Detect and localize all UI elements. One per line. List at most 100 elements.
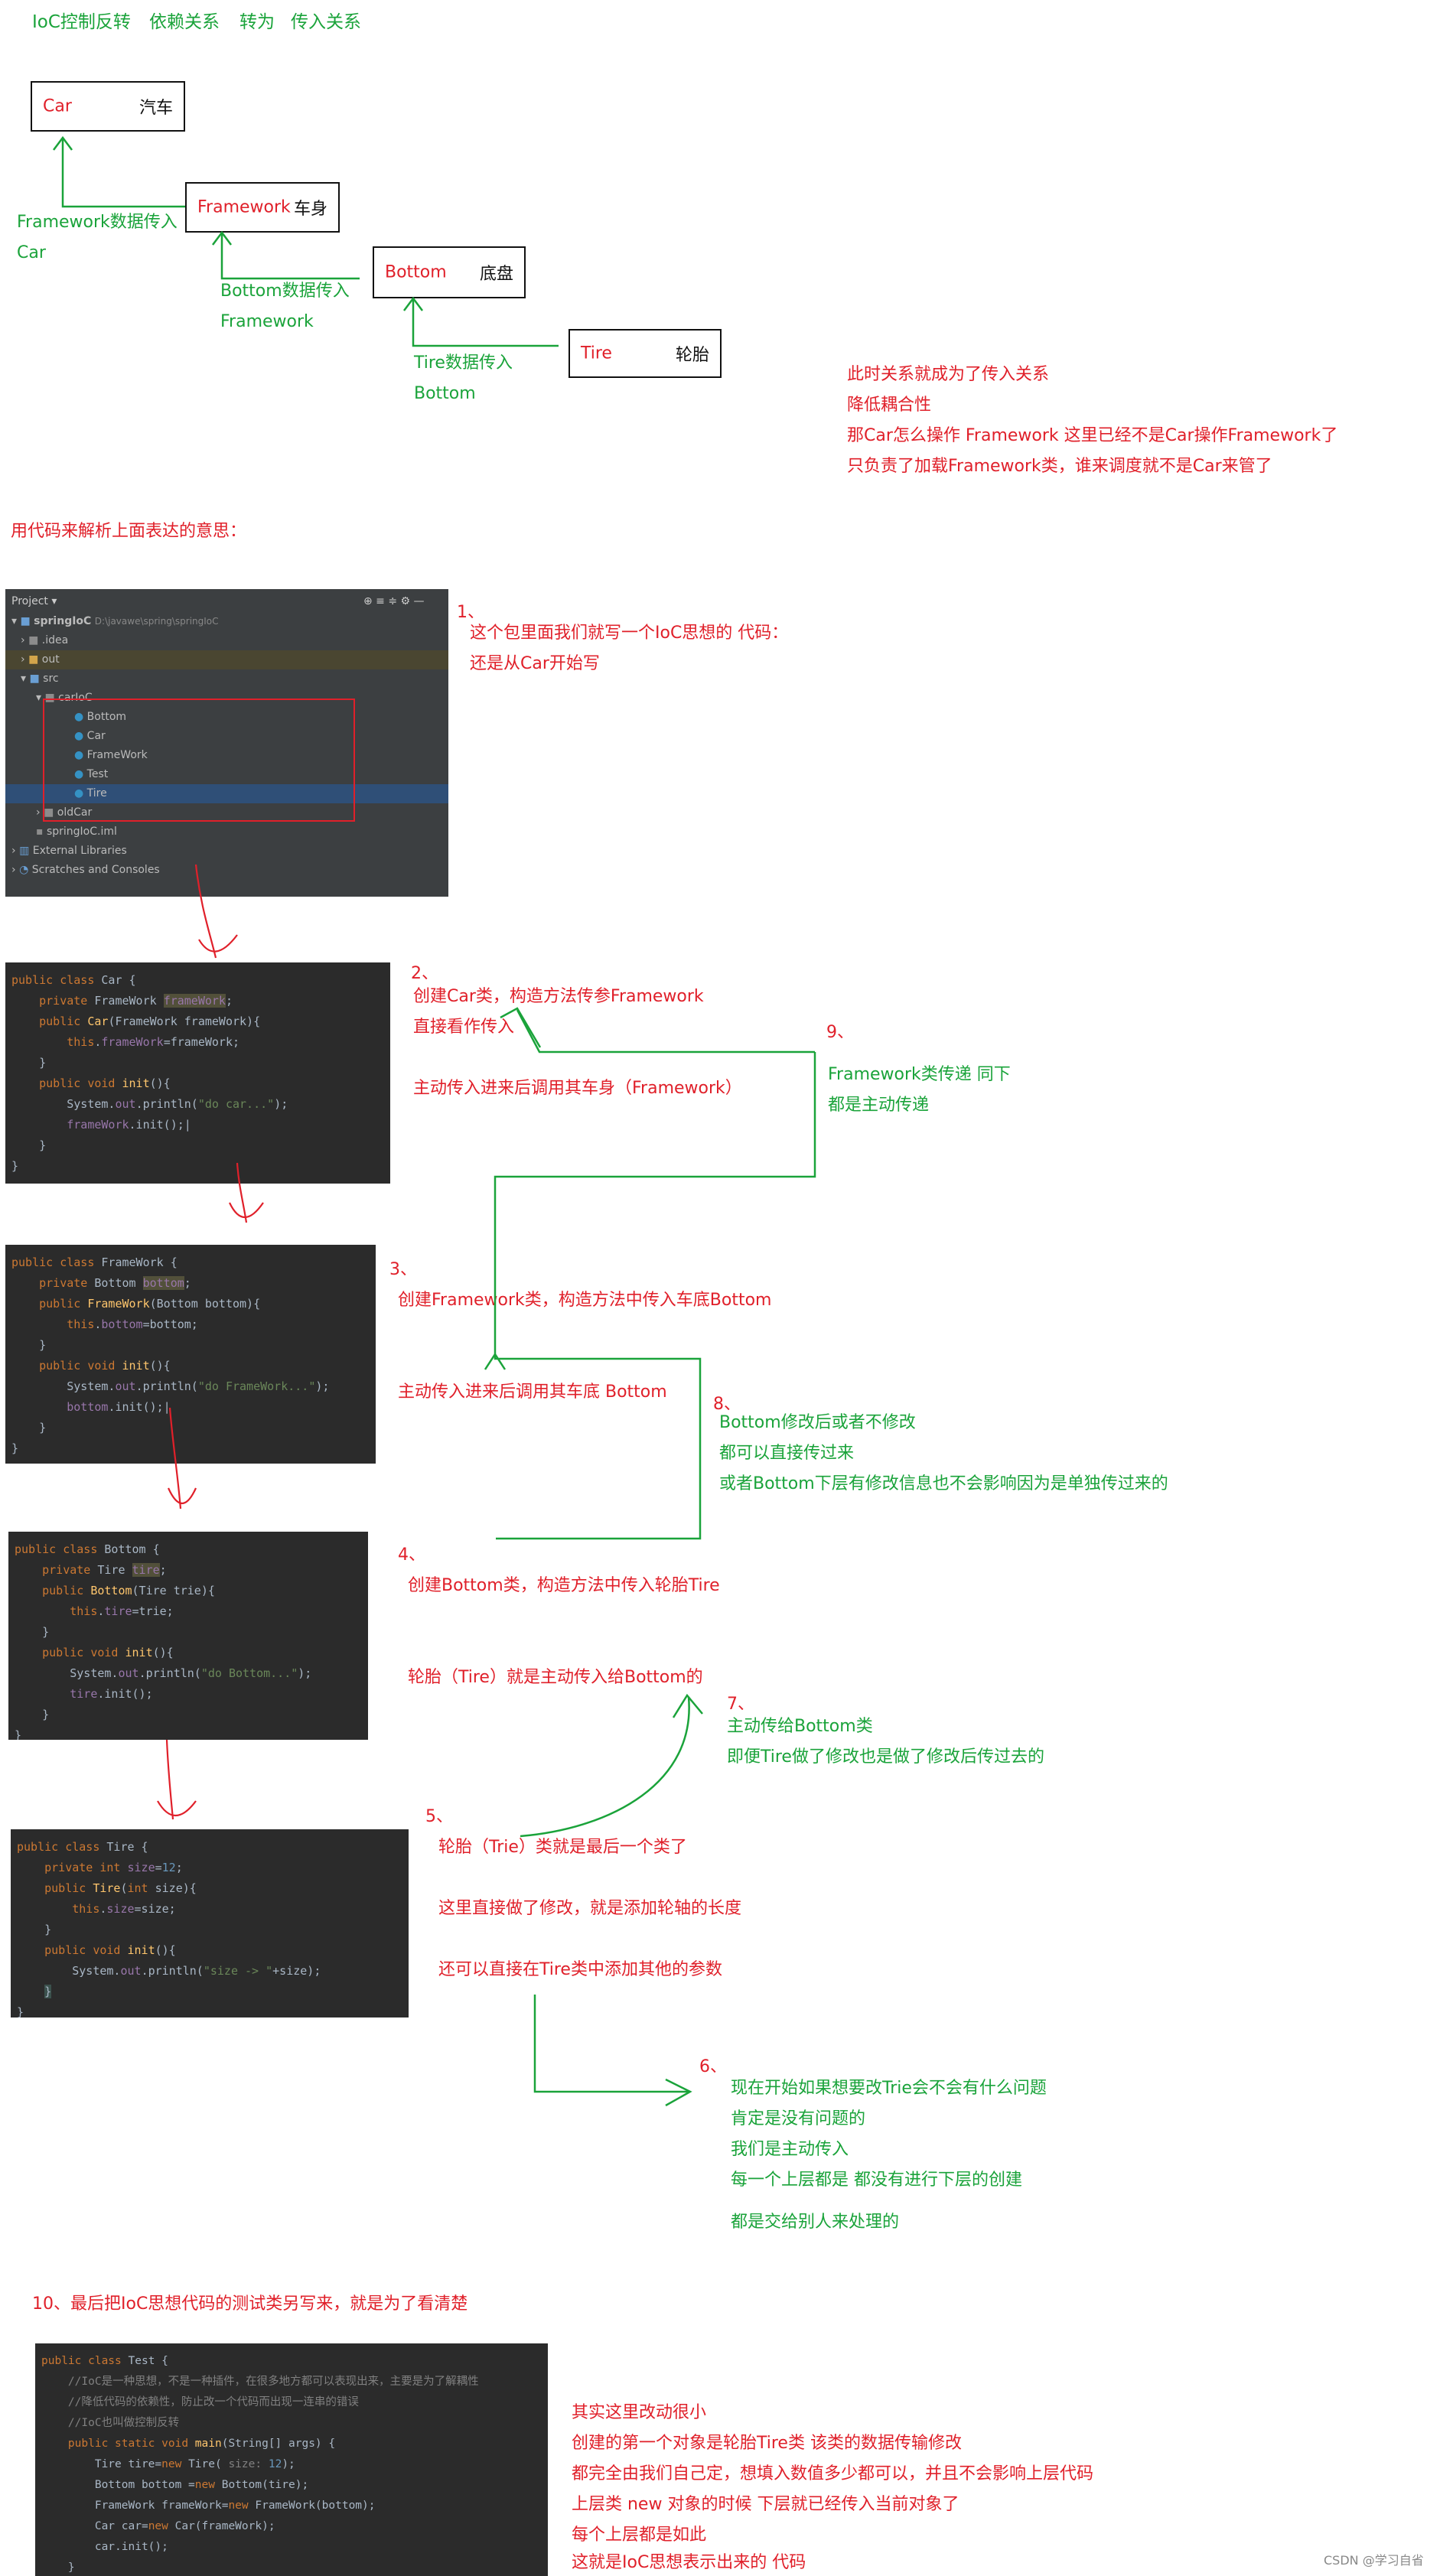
tree-item[interactable]: › ◔ Scratches and Consoles <box>11 864 160 876</box>
tree-item[interactable]: ▪ springIoC.iml <box>36 826 117 838</box>
code-line: } <box>11 1338 47 1352</box>
note-6-line: 每一个上层都是 都没有进行下层的创建 <box>731 2171 1022 2190</box>
code-line: public void init(){ <box>39 1076 171 1090</box>
summary-line: 降低耦合性 <box>847 396 932 415</box>
arrow-head <box>167 1487 197 1504</box>
note-9-num: 9、 <box>826 1023 854 1042</box>
note-6-num: 6、 <box>699 2057 727 2076</box>
code-line: public Bottom(Tire trie){ <box>42 1584 215 1597</box>
tire-label: Tire <box>581 344 612 363</box>
code-line: public Car(FrameWork frameWork){ <box>39 1014 261 1028</box>
fw-to-car-label-1: Framework数据传入 <box>17 213 178 232</box>
highlight-frame <box>43 699 355 822</box>
bottom-box: Bottom 底盘 <box>373 246 526 298</box>
note-3-num: 3、 <box>389 1260 417 1279</box>
tree-item-label: out <box>41 653 60 666</box>
tire-cn-label: 轮胎 <box>675 346 709 365</box>
code-line: System.out.println("size -> "+size); <box>17 1964 321 1978</box>
code-line: public void init(){ <box>39 1359 171 1373</box>
tree-item[interactable]: ● Tire <box>5 784 448 803</box>
header-ioc: IoC控制反转 <box>32 12 131 32</box>
tree-item[interactable]: › ■ oldCar <box>36 806 93 819</box>
note-8-num: 8、 <box>713 1395 741 1414</box>
bottom-cn-label: 底盘 <box>479 265 513 284</box>
code-line: } <box>41 2561 75 2574</box>
code-line: public class Test { <box>41 2355 168 2367</box>
tire-to-bottom-label-2: Bottom <box>414 384 476 403</box>
fw-to-car-label-2: Car <box>17 243 46 262</box>
header-pass: 传入关系 <box>291 12 361 32</box>
toolbar-icons[interactable]: ⊕ ≡ ≑ ⚙ — <box>363 595 425 607</box>
car-box: Car 汽车 <box>31 81 185 132</box>
code-line: this.size=size; <box>72 1902 176 1916</box>
tree-item[interactable]: ● Bottom <box>74 711 127 723</box>
code-line: } <box>17 1923 52 1936</box>
tree-root[interactable]: ▾ ■ springIoC D:\javawe\spring\springIoC <box>11 615 219 627</box>
code-line: private int size=12; <box>44 1861 183 1874</box>
code-car: public class Car { private FrameWork fra… <box>5 962 390 1184</box>
final-note: 上层类 new 对象的时候 下层就已经传入当前对象了 <box>572 2495 959 2514</box>
section-title: 用代码来解析上面表达的意思： <box>11 522 247 541</box>
tree-item[interactable]: ● Car <box>74 730 106 742</box>
tire-box: Tire 轮胎 <box>569 329 722 378</box>
final-note: 这就是IoC思想表示出来的 代码 <box>572 2553 806 2572</box>
arrow-head <box>157 1800 197 1816</box>
code-line: } <box>11 1421 47 1435</box>
note-9-b: 都是主动传递 <box>828 1096 930 1115</box>
final-note: 创建的第一个对象是轮胎Tire类 该类的数据传输修改 <box>572 2434 962 2453</box>
note-10: 10、最后把IoC思想代码的测试类另写来，就是为了看清楚 <box>32 2294 468 2314</box>
tree-item[interactable]: ▾ ■ carIoC <box>36 692 93 704</box>
tree-item[interactable]: › ■ .idea <box>21 634 69 646</box>
note-2-b: 直接看作传入 <box>413 1018 515 1037</box>
code-line: this.tire=trie; <box>70 1604 174 1618</box>
code-line: tire.init(); <box>70 1687 153 1701</box>
code-line: Bottom bottom =new Bottom(tire); <box>41 2479 309 2491</box>
path-tire-to-note6 <box>533 1995 689 2093</box>
note-9-a: Framework类传递 同下 <box>828 1065 1011 1084</box>
note-8-b: 都可以直接传过来 <box>719 1444 855 1463</box>
code-line: } <box>15 1708 50 1721</box>
code-line: //IoC是一种思想，不是一种插件，在很多地方都可以表现出来，主要是为了解耦性 <box>41 2376 479 2388</box>
summary-line: 只负责了加载Framework类，谁来调度就不是Car来管了 <box>847 457 1272 476</box>
tire-to-bottom-label-1: Tire数据传入 <box>414 353 513 373</box>
note-7-a: 主动传给Bottom类 <box>727 1717 873 1736</box>
code-line: Car car=new Car(frameWork); <box>41 2520 275 2532</box>
note-8-c: 或者Bottom下层有修改信息也不会影响因为是单独传过来的 <box>719 1474 1168 1493</box>
final-note: 其实这里改动很小 <box>572 2403 707 2422</box>
tree-item[interactable]: › ▥ External Libraries <box>11 845 127 857</box>
code-line: } <box>44 1985 52 1998</box>
car-cn-label: 汽车 <box>138 99 173 118</box>
arrow-head <box>212 230 232 246</box>
note-5-num: 5、 <box>425 1807 453 1826</box>
code-line: public class Tire { <box>17 1840 148 1854</box>
arrow-head <box>229 1202 264 1218</box>
tree-item[interactable]: ● Test <box>74 768 109 780</box>
tree-root-path: D:\javawe\spring\springIoC <box>94 616 219 627</box>
arrow-bottom-to-tire <box>165 1739 174 1820</box>
code-bottom: public class Bottom { private Tire tire;… <box>8 1532 368 1740</box>
code-line: } <box>11 1056 47 1070</box>
code-line: } <box>11 1441 19 1455</box>
final-note: 每个上层都是如此 <box>572 2526 707 2545</box>
note-6-line: 我们是主动传入 <box>731 2140 849 2159</box>
tree-item[interactable]: ● FrameWork <box>74 749 148 761</box>
code-line: bottom.init();| <box>67 1400 171 1414</box>
note-6-line: 现在开始如果想要改Trie会不会有什么问题 <box>731 2079 1047 2098</box>
note-1-b: 还是从Car开始写 <box>470 654 600 673</box>
note-7-b: 即便Tire做了修改也是做了修改后传过去的 <box>727 1747 1044 1767</box>
code-line: private Tire tire; <box>42 1563 167 1577</box>
arrow-head <box>484 1352 507 1370</box>
code-line: } <box>15 1728 22 1740</box>
tree-item-label: oldCar <box>57 806 93 819</box>
watermark: CSDN @学习自省 <box>1324 2553 1424 2568</box>
note-5-b: 这里直接做了修改，就是添加轮轴的长度 <box>438 1899 742 1918</box>
note-7-num: 7、 <box>727 1695 754 1714</box>
bottom-to-fw-label-2: Framework <box>220 312 314 331</box>
note-1-num: 1、 <box>457 603 484 622</box>
framework-label: Framework <box>197 197 291 217</box>
note-4-num: 4、 <box>398 1545 425 1565</box>
arrow-bottom-to-fw <box>220 234 360 280</box>
tree-item[interactable]: ▾ ■ src <box>21 672 59 685</box>
tree-item[interactable]: › ■ out <box>5 650 448 669</box>
project-header[interactable]: Project ▾ ⊕ ≡ ≑ ⚙ — <box>11 592 448 611</box>
